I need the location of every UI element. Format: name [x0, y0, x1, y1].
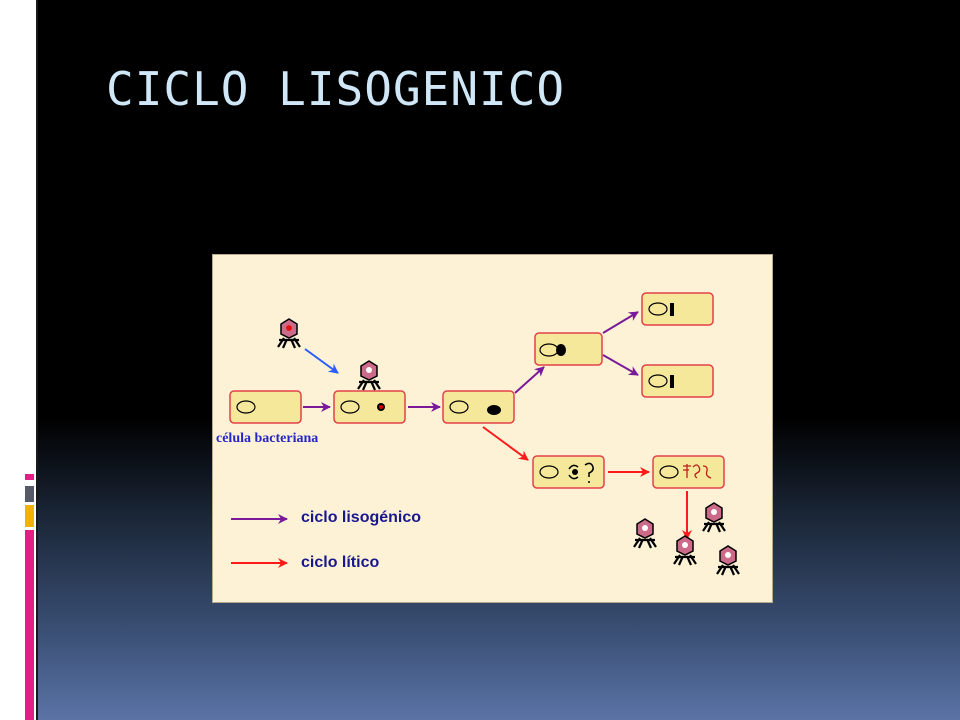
phage-released-3	[672, 534, 698, 567]
phage-infecting	[276, 317, 302, 350]
phage-attached	[356, 359, 382, 392]
cell-6-daughter-bottom	[641, 364, 714, 398]
cell-8-lytic-replication	[652, 455, 725, 489]
decor-bar-pink-long	[25, 530, 34, 720]
cell-2-infected	[333, 390, 406, 424]
diagram-canvas	[229, 292, 741, 577]
phage-released-4	[715, 544, 741, 577]
cell-4-dividing	[534, 332, 603, 366]
phage-released-1	[632, 517, 658, 550]
cell-7-lytic-start	[532, 455, 605, 489]
cell-1-uninfected	[229, 390, 302, 424]
cell-3-prophage	[442, 390, 515, 424]
slide-divider-line	[36, 0, 38, 720]
decor-bar-gray	[25, 486, 34, 502]
legend-lysogenic-label: ciclo lisogénico	[301, 509, 422, 526]
phage-released-2	[701, 501, 727, 534]
legend-lytic-label: ciclo lítico	[301, 554, 380, 571]
decor-bar-yellow	[25, 505, 34, 527]
slide-title: CICLO LISOGENICO	[106, 62, 566, 116]
decor-bar-pink-top	[25, 474, 34, 480]
lysogenic-cycle-diagram: célula bacteriana ciclo lisogénico ciclo…	[212, 254, 773, 603]
cell-5-daughter-top	[641, 292, 714, 326]
bacterial-cell-label: célula bacteriana	[216, 431, 319, 446]
